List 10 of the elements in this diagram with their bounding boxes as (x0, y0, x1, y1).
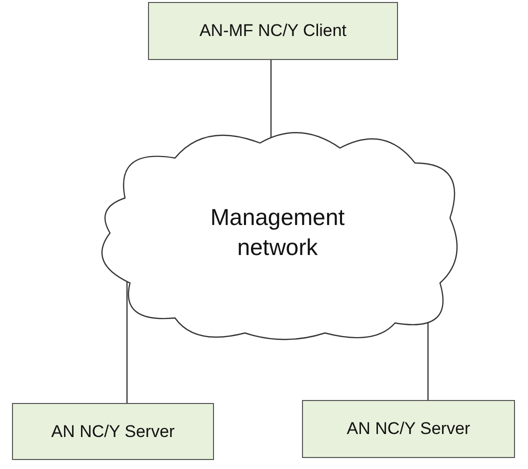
connector-line (270, 60, 272, 138)
server-box (302, 400, 515, 458)
box-label: AN NC/Y Server (51, 422, 175, 442)
box-label: AN NC/Y Server (346, 419, 470, 439)
box-label: AN-MF NC/Y Client (199, 21, 347, 41)
cloud-label: Management network (209, 203, 346, 262)
client-box (148, 2, 398, 60)
connector-line (427, 322, 429, 400)
server-box (12, 403, 214, 460)
connector-line (126, 282, 128, 403)
